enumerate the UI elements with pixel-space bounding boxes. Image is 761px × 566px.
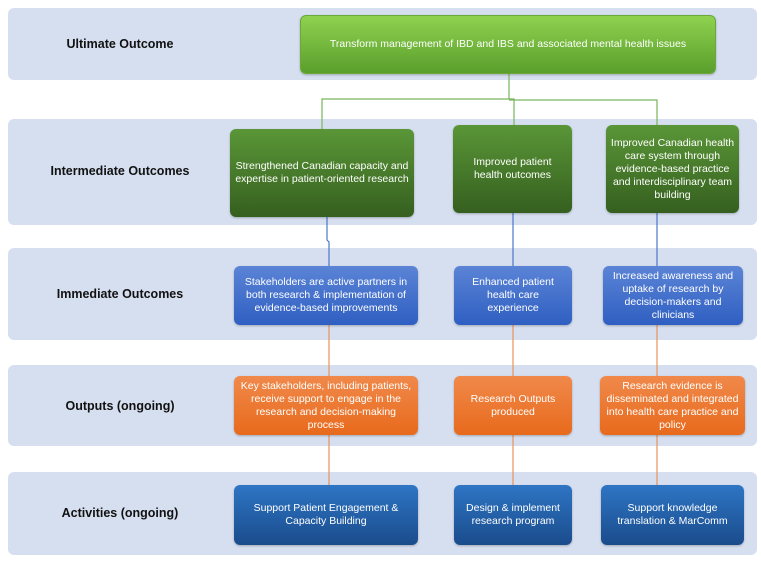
intermediate-outcome-box: Strengthened Canadian capacity and exper… (230, 129, 414, 217)
intermediate-outcome-box: Improved patient health outcomes (453, 125, 572, 213)
activity-box: Support knowledge translation & MarComm (601, 485, 744, 545)
activity-box: Design & implement research program (454, 485, 572, 545)
connector-blue (326, 213, 658, 266)
immediate-outcome-box: Stakeholders are active partners in both… (234, 266, 418, 325)
intermediate-outcome-box: Improved Canadian health care system thr… (606, 125, 739, 213)
connector-green (321, 74, 658, 129)
row-label-outputs: Outputs (ongoing) (65, 399, 175, 413)
immediate-outcome-box: Increased awareness and uptake of resear… (603, 266, 743, 325)
row-label-intermediate: Intermediate Outcomes (50, 164, 190, 178)
row-label-immediate: Immediate Outcomes (56, 287, 184, 301)
activity-box: Support Patient Engagement & Capacity Bu… (234, 485, 418, 545)
ultimate-outcome-box: Transform management of IBD and IBS and … (300, 15, 716, 74)
output-box: Research Outputs produced (454, 376, 572, 435)
output-box: Research evidence is disseminated and in… (600, 376, 745, 435)
row-label-ultimate: Ultimate Outcome (66, 37, 174, 51)
output-box: Key stakeholders, including patients, re… (234, 376, 418, 435)
immediate-outcome-box: Enhanced patient health care experience (454, 266, 572, 325)
row-label-activities: Activities (ongoing) (61, 506, 179, 520)
